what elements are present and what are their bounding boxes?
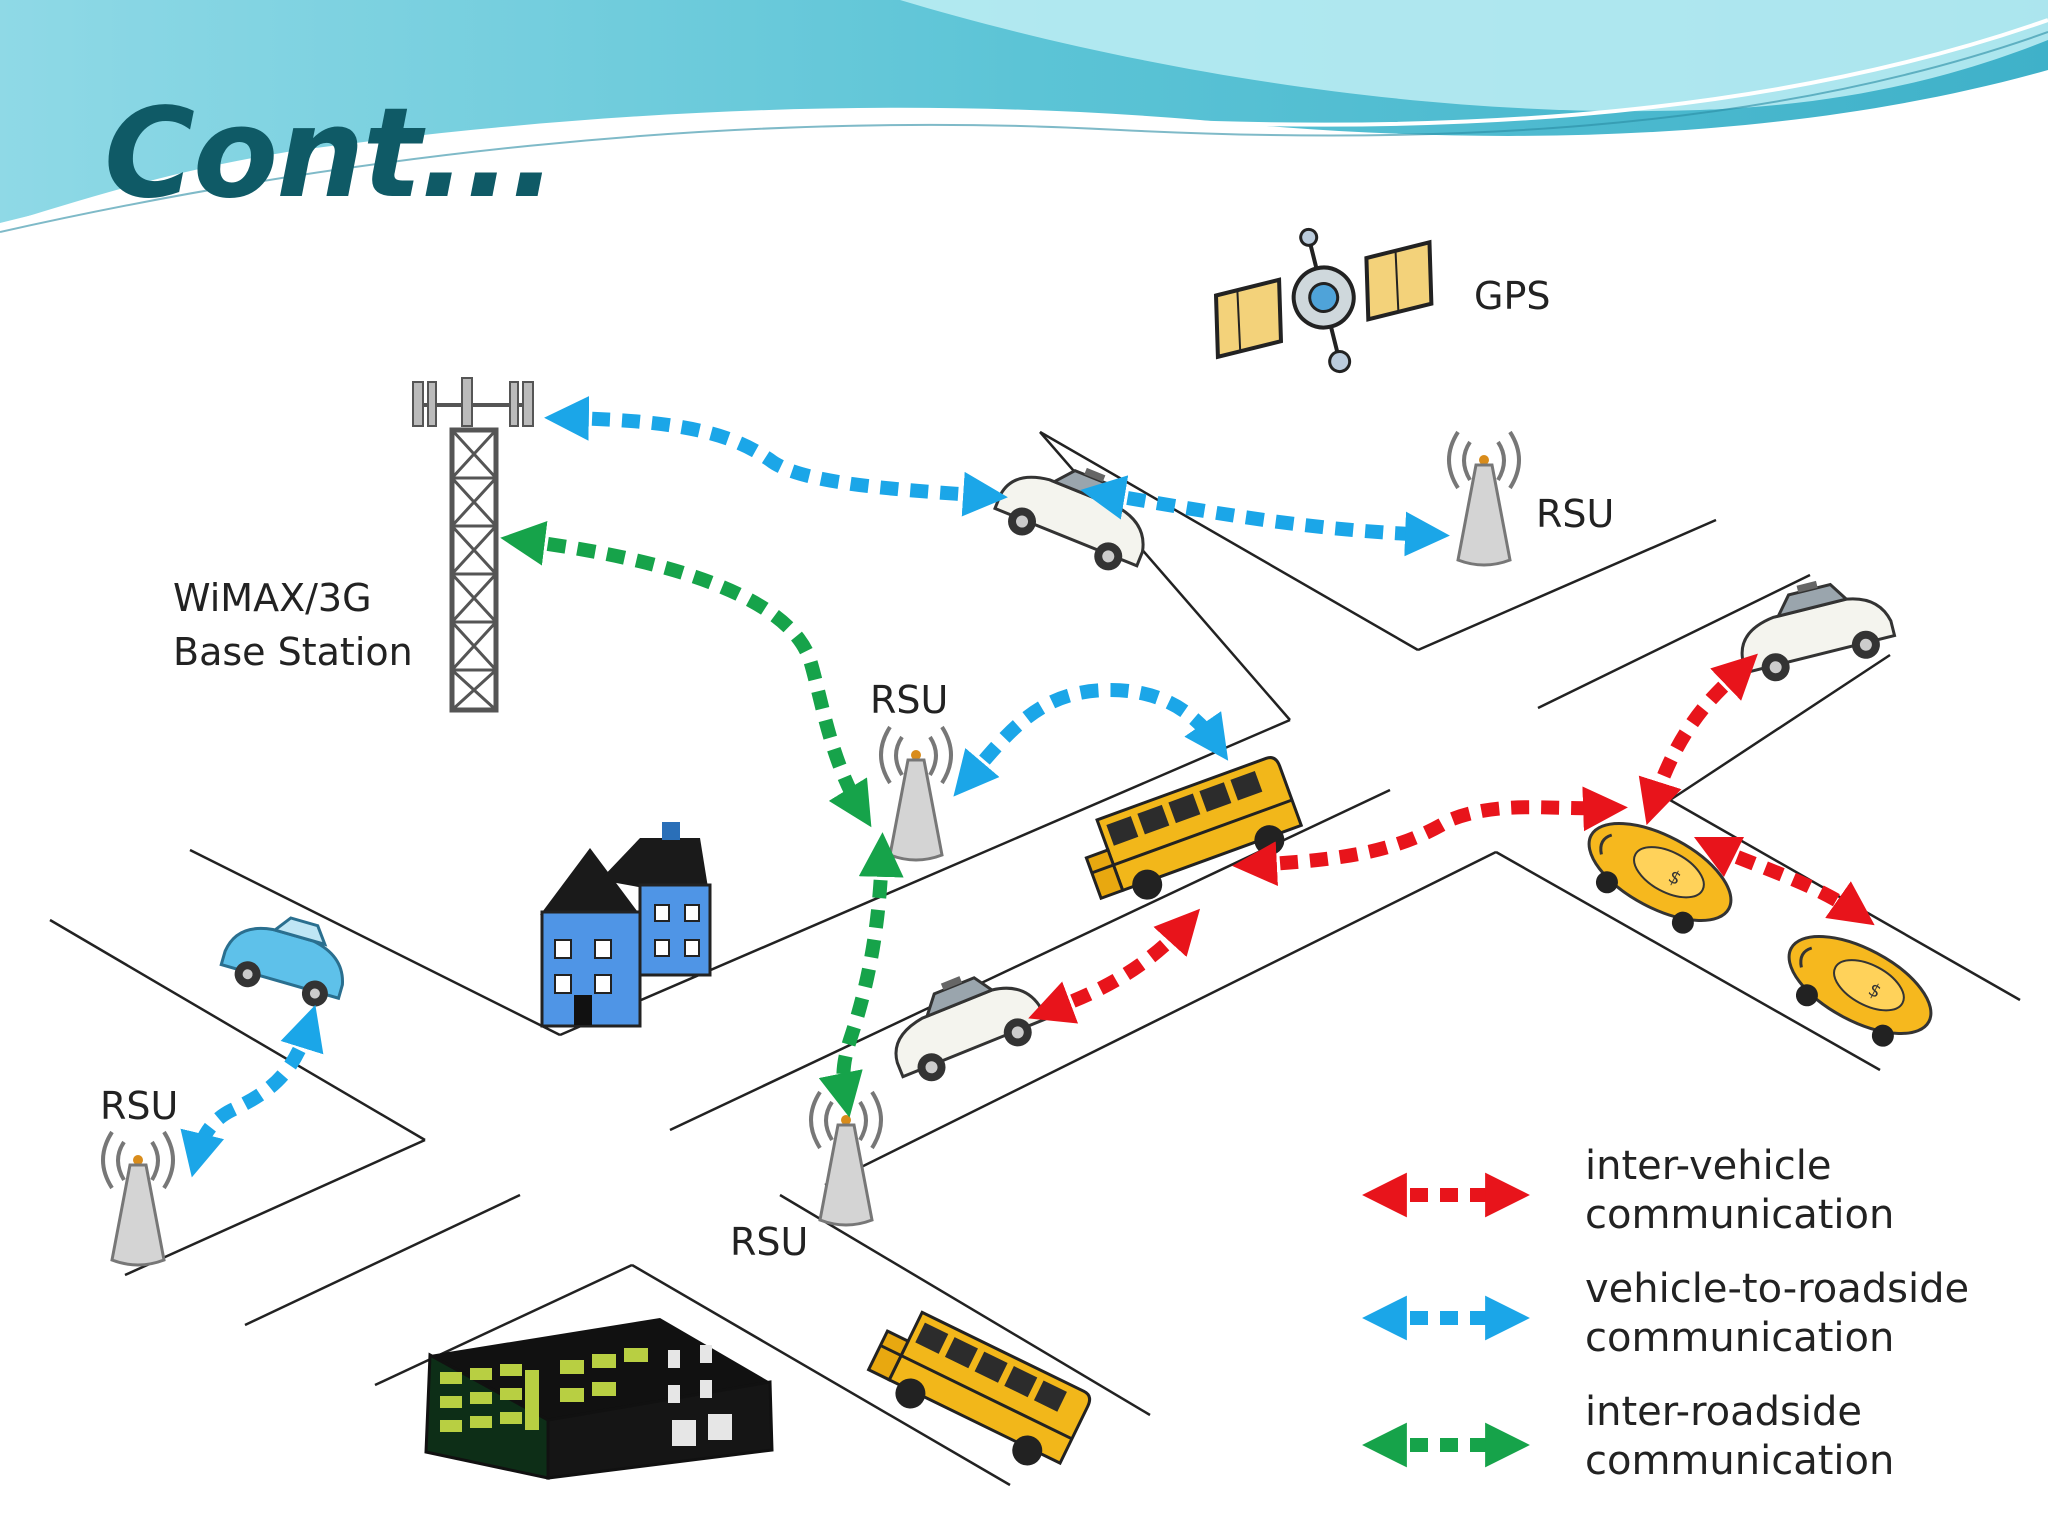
legend-label: inter-roadside	[1585, 1389, 1862, 1435]
taxi-icon: $	[1787, 935, 1933, 1047]
inter-vehicle-arrow	[1693, 836, 1875, 926]
rsu-antenna-icon	[101, 1130, 175, 1267]
v2r-arrow	[1080, 475, 1450, 557]
legend-item-inter-roadside: inter-roadside communication	[1585, 1388, 1894, 1486]
legend-label: inter-vehicle	[1585, 1143, 1832, 1189]
legend-label: vehicle-to-roadside	[1585, 1266, 1970, 1312]
office-building-icon	[424, 1318, 774, 1480]
header-wave	[0, 0, 2048, 233]
inter-vehicle-arrow	[1028, 908, 1201, 1024]
legend-label: communication	[1585, 1191, 1895, 1238]
rsu-label-left: RSU	[100, 1084, 179, 1128]
inter-roadside-arrow	[500, 521, 872, 828]
legend-label: communication	[1585, 1437, 1895, 1484]
v2r-arrow	[544, 395, 1008, 517]
police-car-icon	[894, 976, 1047, 1082]
rsu-label-center: RSU	[870, 678, 949, 722]
inter-vehicle-arrow	[1232, 786, 1628, 887]
house-icon	[540, 822, 712, 1028]
rsu-label-top-right: RSU	[1536, 492, 1615, 536]
school-bus-icon	[866, 1310, 1092, 1466]
legend-item-vehicle-to-roadside: vehicle-to-roadside communication	[1585, 1265, 1969, 1363]
police-car-icon	[1740, 580, 1897, 682]
legend-item-inter-vehicle: inter-vehicle communication	[1585, 1142, 1894, 1240]
school-bus-icon	[1084, 756, 1304, 901]
legend-label: communication	[1585, 1314, 1895, 1361]
v2r-arrow	[180, 1004, 324, 1178]
slide-title: Cont...	[104, 82, 557, 226]
rsu-antenna-icon	[879, 725, 953, 862]
gps-label: GPS	[1474, 274, 1551, 318]
satellite-icon	[1213, 227, 1434, 374]
base-station-label-line2: Base Station	[173, 630, 413, 674]
taxi-icon: $	[1587, 822, 1733, 934]
inter-vehicle-arrow	[1638, 653, 1758, 826]
inter-roadside-arrow	[818, 832, 904, 1118]
rsu-antenna-icon	[1447, 430, 1521, 567]
base-station-label-line1: WiMAX/3G	[173, 576, 372, 620]
police-car-icon	[993, 467, 1145, 571]
rsu-label-bottom: RSU	[730, 1220, 809, 1264]
compact-car-icon	[219, 916, 344, 1007]
v2r-arrow	[953, 682, 1229, 797]
cell-tower-icon	[412, 377, 534, 713]
rsu-antenna-icon	[809, 1090, 883, 1227]
